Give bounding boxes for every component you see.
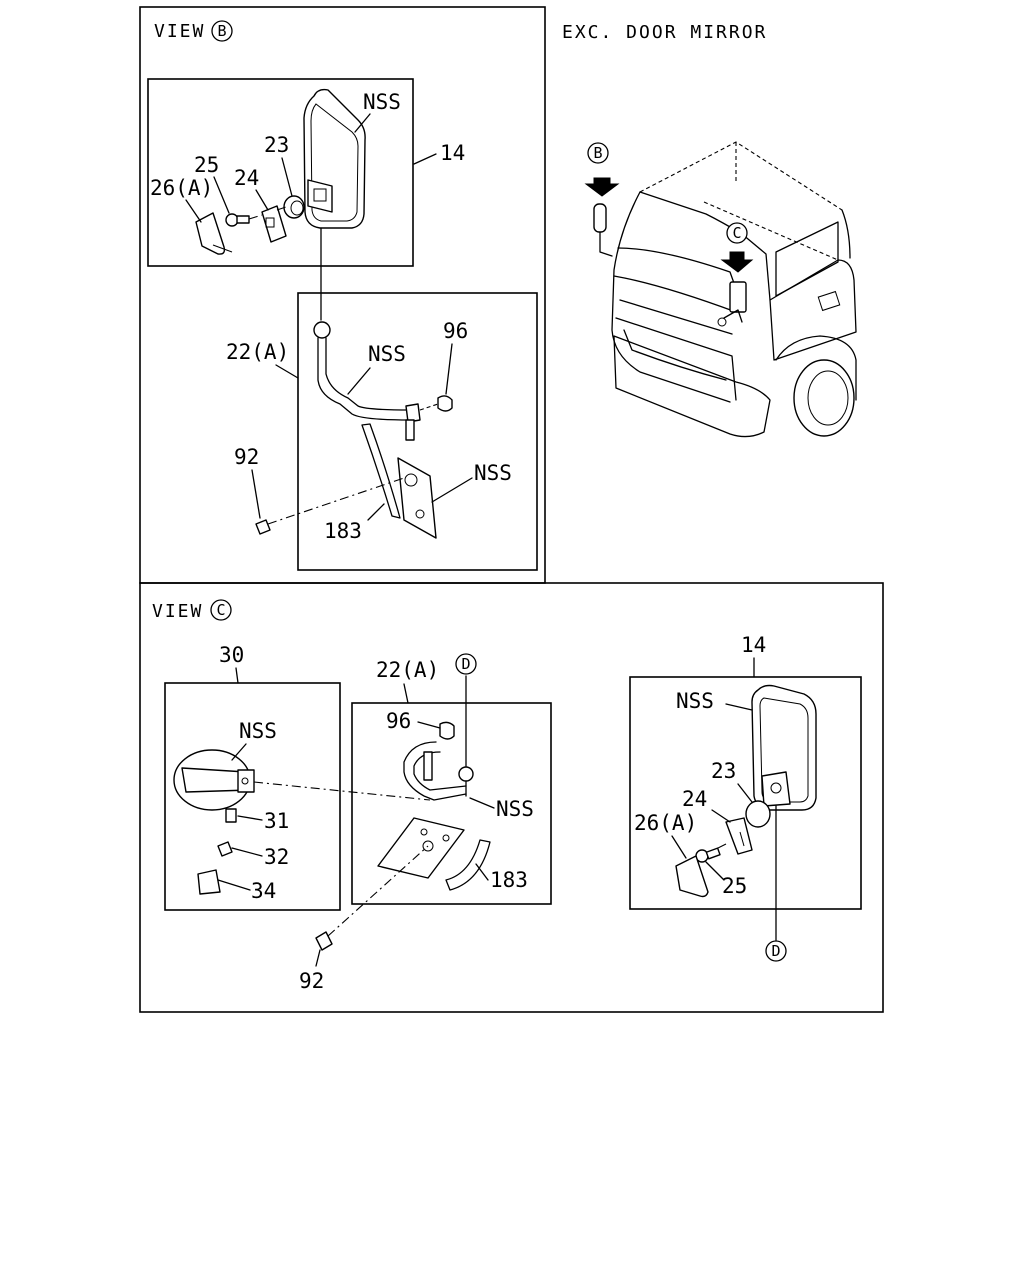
arrow-c: [720, 251, 754, 273]
bracket-24-c: [725, 817, 753, 855]
c-marker-d-left-circle: [455, 653, 477, 675]
clip-96-b: [419, 395, 453, 412]
strip-183-b: [361, 423, 401, 519]
nut-31: [225, 808, 237, 823]
callout-31: 31: [264, 809, 289, 833]
truck-marker-c: C: [732, 224, 741, 242]
view-b-label: VIEW: [154, 21, 205, 42]
c-marker-d-left: D: [461, 655, 470, 673]
cover-26a-b: [195, 212, 233, 255]
c-marker-d-right-circle: [765, 940, 787, 962]
callout-24-b: 24: [234, 166, 259, 190]
nss-b-mirror: NSS: [363, 90, 401, 114]
view-b-marker: B: [217, 22, 226, 40]
strip-183-c: [445, 839, 491, 891]
c-marker-d-right: D: [771, 942, 780, 960]
callout-183-c: 183: [490, 868, 528, 892]
truck-marker-b: B: [593, 144, 602, 162]
callout-26a-c: 26(A): [634, 811, 697, 835]
stay-box-c: [351, 702, 552, 905]
exc-door-mirror-title: EXC. DOOR MIRROR: [562, 22, 767, 43]
view-c-frame: [139, 582, 884, 1013]
cap-23-b: [283, 195, 305, 219]
callout-24-c: 24: [682, 787, 707, 811]
callout-22a-c: 22(A): [376, 658, 439, 682]
frames: [139, 6, 884, 1013]
bolt-92-c: [315, 845, 429, 951]
bolt-92-b: [255, 477, 405, 535]
bracket-24-b: [261, 205, 287, 243]
callout-32: 32: [264, 845, 289, 869]
callout-96-c: 96: [386, 709, 411, 733]
callout-25-b: 25: [194, 153, 219, 177]
b-mirror-dashline: [248, 206, 287, 220]
screw-25-b: [225, 213, 250, 227]
mirror-box-b: [147, 78, 414, 267]
truck-marker-c-circle: [726, 222, 748, 244]
view-c-label: VIEW: [152, 601, 203, 622]
stay-22a-c: [403, 741, 474, 801]
truck-marker-b-circle: [587, 142, 609, 164]
cover-34: [197, 869, 221, 895]
view-b-circle: [211, 20, 233, 42]
callout-25-c: 25: [722, 874, 747, 898]
c-lamp-dashline: [253, 781, 431, 801]
c-mirror-dashline: [717, 843, 727, 849]
nss-c-lamp: NSS: [239, 719, 277, 743]
mirror-14-b: [303, 88, 366, 229]
box-30: [164, 682, 341, 911]
callout-23-b: 23: [264, 133, 289, 157]
callout-92-c: 92: [299, 969, 324, 993]
callout-183-b: 183: [324, 519, 362, 543]
view-c-marker: C: [216, 601, 225, 619]
nss-b-stay: NSS: [368, 342, 406, 366]
screw-25-c: [695, 847, 721, 863]
view-c-circle: [210, 599, 232, 621]
cap-23-c: [745, 800, 771, 828]
mirror-14-c: [751, 684, 817, 811]
callout-30: 30: [219, 643, 244, 667]
mirror-box-c: [629, 676, 862, 910]
callout-22a-b: 22(A): [226, 340, 289, 364]
callout-34: 34: [251, 879, 276, 903]
callout-92-b: 92: [234, 445, 259, 469]
arrow-b: [584, 177, 620, 197]
callout-96-b: 96: [443, 319, 468, 343]
lamp-30: [173, 749, 255, 811]
truck-illustration: [584, 141, 857, 438]
callout-23-c: 23: [711, 759, 736, 783]
clip-96-c: [439, 721, 455, 740]
bracket-plate-b: [397, 457, 437, 539]
callout-26a-b: 26(A): [150, 176, 213, 200]
view-b-frame: [139, 6, 546, 584]
cover-26a-c: [675, 855, 709, 898]
bracket-plate-c: [377, 817, 465, 879]
view-c-heading: VIEW C: [152, 599, 232, 622]
screw-32: [217, 841, 233, 857]
callout-14-c: 14: [741, 633, 766, 657]
view-b-heading: VIEW B: [154, 20, 233, 42]
callout-14-b: 14: [440, 141, 465, 165]
nss-c-mirror: NSS: [676, 689, 714, 713]
stay-22a-b: [313, 321, 421, 441]
nss-c-stay: NSS: [496, 797, 534, 821]
stay-box-b: [297, 292, 538, 571]
nss-b-bracket: NSS: [474, 461, 512, 485]
